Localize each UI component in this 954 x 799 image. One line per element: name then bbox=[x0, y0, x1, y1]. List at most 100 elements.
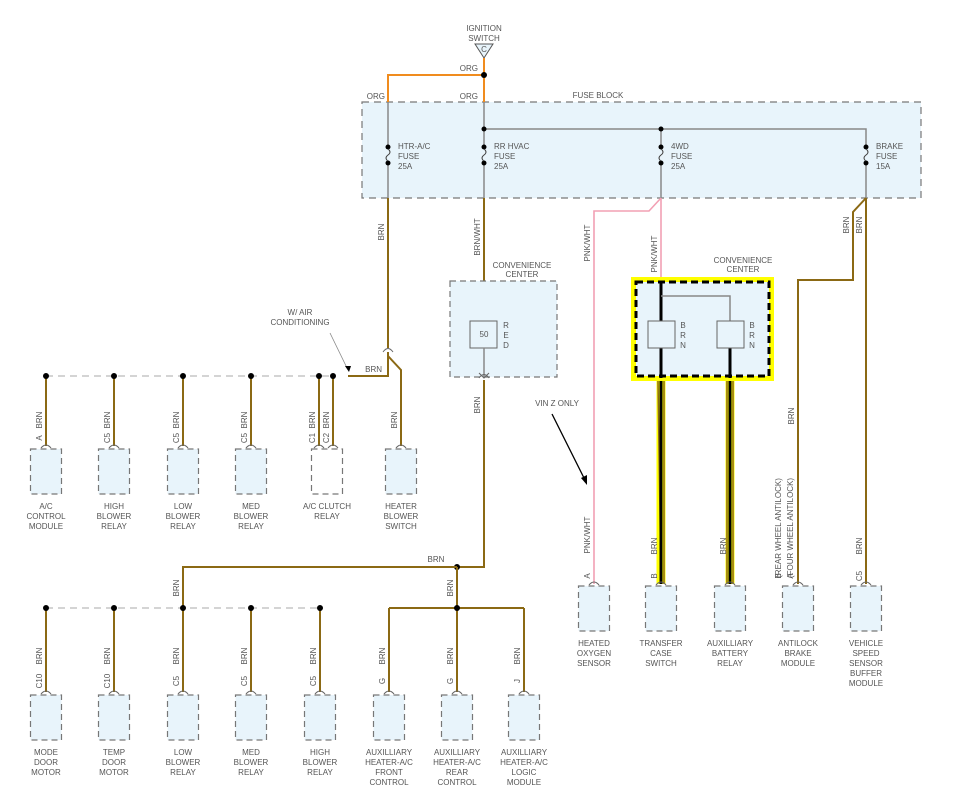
component-box bbox=[384, 448, 418, 495]
fuse-label: FUSE bbox=[671, 152, 692, 161]
component-box bbox=[29, 448, 63, 495]
wire-label: BRN bbox=[650, 537, 659, 554]
fuse-terminal bbox=[385, 144, 391, 150]
pin-label: C5 bbox=[309, 675, 318, 686]
connector-pin-icon bbox=[588, 581, 600, 586]
fuse-terminal bbox=[481, 144, 487, 150]
pnk-wht-wire-o2[interactable] bbox=[593, 197, 662, 584]
wire-label: BRN bbox=[719, 537, 728, 554]
convenience-center-1[interactable] bbox=[449, 280, 558, 378]
component-box bbox=[781, 585, 815, 632]
wire-label: PNK/WHT bbox=[650, 235, 659, 272]
fuse-label: 4WD bbox=[671, 142, 689, 151]
component-label: BLOWER bbox=[166, 512, 201, 521]
fuse-label: 25A bbox=[494, 162, 509, 171]
component-label: TRANSFER bbox=[639, 639, 682, 648]
fuse-terminal bbox=[385, 160, 391, 166]
connector-pin-icon bbox=[314, 690, 326, 695]
component-label: A/C bbox=[39, 502, 53, 511]
annotation-leader bbox=[329, 332, 349, 371]
component-label: RELAY bbox=[238, 768, 264, 777]
connector-pin-icon bbox=[518, 690, 530, 695]
component-label: REAR bbox=[446, 768, 468, 777]
component-label: HEATER-A/C bbox=[433, 758, 481, 767]
wire-label: BRN bbox=[309, 647, 318, 664]
brn-wire-ac-branch[interactable] bbox=[348, 352, 389, 377]
component-box bbox=[507, 694, 541, 741]
brn-wire-rr-out[interactable] bbox=[457, 380, 485, 568]
arrow-head-icon bbox=[581, 475, 587, 485]
cc1-label-1: CONVENIENCE bbox=[493, 261, 552, 270]
relay-color-letter: N bbox=[680, 341, 686, 350]
pin-label: C2 bbox=[322, 432, 331, 443]
component-label: HEATER-A/C bbox=[500, 758, 548, 767]
component-label: MODULE bbox=[507, 778, 541, 787]
brn-wire-aux-battery[interactable] bbox=[726, 381, 734, 584]
fuse-50-label: 50 bbox=[480, 330, 489, 339]
bus-bar bbox=[484, 128, 867, 198]
relay-aux-battery[interactable] bbox=[716, 320, 745, 349]
relay-transfer-case[interactable] bbox=[647, 320, 676, 349]
fuse-label: FUSE bbox=[876, 152, 897, 161]
fuse-icon bbox=[481, 148, 487, 162]
cc2-label-1: CONVENIENCE bbox=[714, 256, 773, 265]
ignition-switch-label-2: SWITCH bbox=[468, 34, 500, 43]
component-label: MOTOR bbox=[31, 768, 61, 777]
pin-label: C5 bbox=[240, 675, 249, 686]
brn-wire-row2-feed[interactable] bbox=[182, 566, 457, 608]
brn-wire-antilock[interactable] bbox=[797, 197, 867, 584]
connector-pin-icon bbox=[245, 444, 257, 449]
wire-label: BRN bbox=[473, 396, 482, 413]
splice-dot bbox=[43, 605, 49, 611]
component-label: BLOWER bbox=[384, 512, 419, 521]
component-label: BLOWER bbox=[234, 512, 269, 521]
fuse-50[interactable] bbox=[469, 320, 498, 349]
component-label: ANTILOCK bbox=[778, 639, 819, 648]
component-label: HEATER-A/C bbox=[365, 758, 413, 767]
wire-label: BRN bbox=[855, 216, 864, 233]
fuse-terminal bbox=[481, 160, 487, 166]
component-label: VEHICLE bbox=[849, 639, 883, 648]
component-label: SENSOR bbox=[849, 659, 883, 668]
org-wire-htr[interactable] bbox=[387, 74, 484, 102]
wire-label: BRN bbox=[855, 537, 864, 554]
fuse-block[interactable] bbox=[361, 101, 922, 199]
component-label: HEATER bbox=[385, 502, 417, 511]
ignition-switch[interactable]: IGNITION SWITCH C bbox=[466, 24, 502, 59]
component-label: BUFFER bbox=[850, 669, 882, 678]
pin-label: B bbox=[650, 573, 659, 578]
component-label: BATTERY bbox=[712, 649, 749, 658]
component-label: FRONT bbox=[375, 768, 403, 777]
bus-dot bbox=[658, 126, 664, 132]
wire-label: BRN bbox=[513, 647, 522, 664]
component-label: SWITCH bbox=[385, 522, 417, 531]
brn-wire-heater-switch[interactable] bbox=[387, 355, 402, 446]
splice-dot bbox=[180, 373, 186, 379]
fuse-label: HTR-A/C bbox=[398, 142, 431, 151]
component-label: RELAY bbox=[170, 768, 196, 777]
splice-dot bbox=[248, 373, 254, 379]
